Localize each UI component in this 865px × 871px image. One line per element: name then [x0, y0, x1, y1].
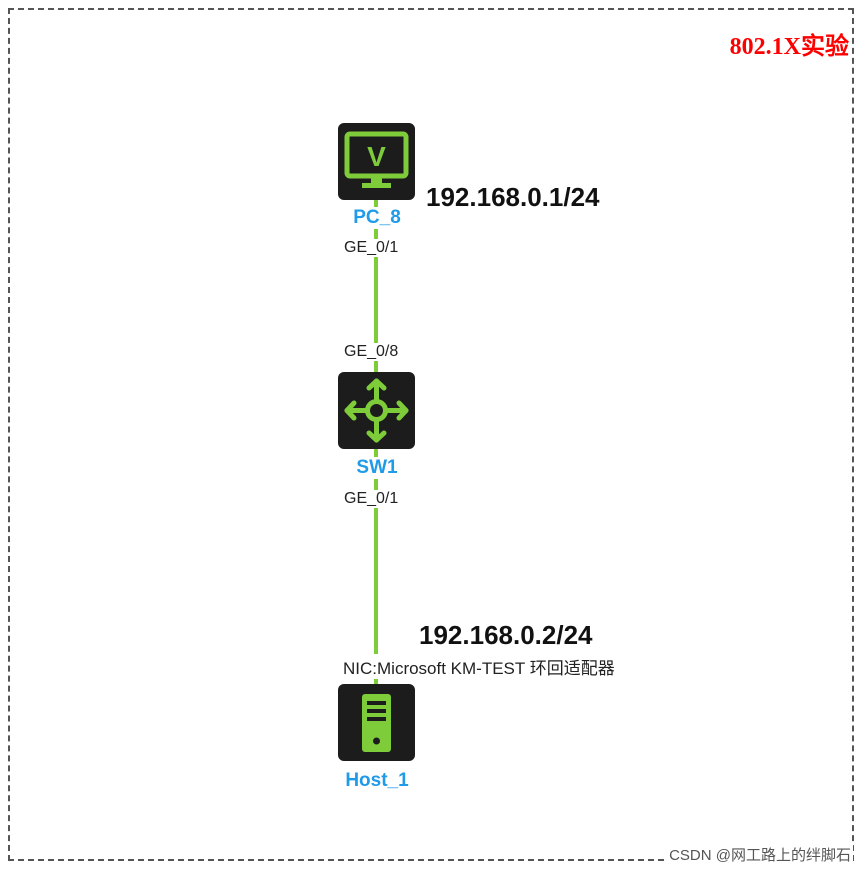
host-device[interactable]: [338, 684, 415, 761]
pc-device[interactable]: V: [338, 123, 415, 200]
server-tower-icon: [362, 694, 391, 752]
host-ip-address: 192.168.0.2/24: [419, 620, 593, 650]
switch-device[interactable]: [338, 372, 415, 449]
host-label: Host_1: [317, 770, 437, 792]
link-pc-switch: [374, 195, 378, 375]
pc-port-label: GE_0/1: [342, 239, 401, 257]
switch-port-down-label: GE_0/1: [342, 490, 401, 508]
host-nic-label: NIC:Microsoft KM-TEST 环回适配器: [343, 654, 615, 679]
pc-label: PC_8: [317, 207, 437, 229]
switch-port-up-label: GE_0/8: [342, 343, 401, 361]
switch-arrows-icon: [344, 378, 409, 443]
watermark: CSDN @网工路上的绊脚石: [667, 844, 853, 865]
link-switch-host: [374, 445, 378, 690]
diagram-frame: [8, 8, 854, 861]
diagram-title: 802.1X实验: [729, 34, 849, 60]
switch-label: SW1: [317, 457, 437, 479]
pc-ip-address: 192.168.0.1/24: [426, 182, 600, 212]
monitor-icon: V: [344, 131, 409, 188]
svg-text:V: V: [367, 141, 386, 172]
